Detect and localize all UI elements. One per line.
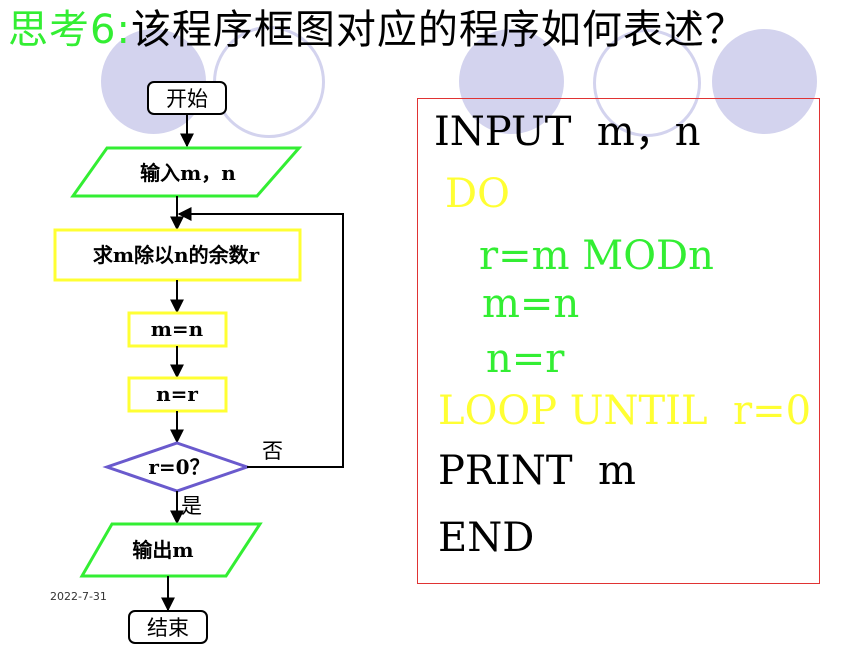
date-label: 2022-7-31 [50, 590, 107, 603]
remainder-label: 求m除以n的余数r [93, 243, 260, 267]
slide-title: 思考6:该程序框图对应的程序如何表述？ [8, 2, 858, 58]
code-line-assign-m: m=n [482, 281, 580, 327]
input-label: 输入m，n [140, 161, 236, 185]
decor-circle-3 [712, 29, 817, 134]
output-label: 输出m [132, 538, 193, 562]
title-question: 该程序框图对应的程序如何表述？ [130, 7, 746, 53]
input-parallelogram [70, 146, 303, 198]
end-label: 结束 [147, 616, 189, 640]
program-box: INPUT m，n DO r=m MODn m=n n=r LOOP UNTIL… [417, 98, 820, 584]
code-line-end: END [438, 515, 535, 561]
code-line-loop-until: LOOP UNTIL r=0 [438, 388, 812, 434]
output-parallelogram [79, 522, 263, 578]
loop-back-arrow [177, 207, 344, 468]
code-line-input: INPUT m，n [434, 109, 701, 155]
assign-n-label: n=r [156, 382, 198, 406]
code-line-do: DO [445, 171, 510, 217]
decision-label: r=0？ [148, 455, 209, 479]
title-prefix: 思考6: [8, 7, 131, 53]
end-terminal [128, 610, 208, 644]
code-line-mod: r=m MODn [479, 233, 714, 279]
code-line-print: PRINT m [438, 448, 636, 494]
flowchart: 开始 输入m，n 求m除以n的余数r m=n n=r r=0？ 否 是 输出m … [53, 81, 344, 644]
assign-n-process [127, 376, 228, 413]
yes-label: 是 [181, 494, 202, 518]
assign-m-label: m=n [151, 317, 204, 341]
code-line-assign-n: n=r [486, 336, 565, 382]
decor-circle-2 [459, 29, 564, 134]
start-label: 开始 [166, 87, 208, 111]
no-label: 否 [262, 439, 283, 463]
decor-ring-2 [593, 29, 701, 137]
